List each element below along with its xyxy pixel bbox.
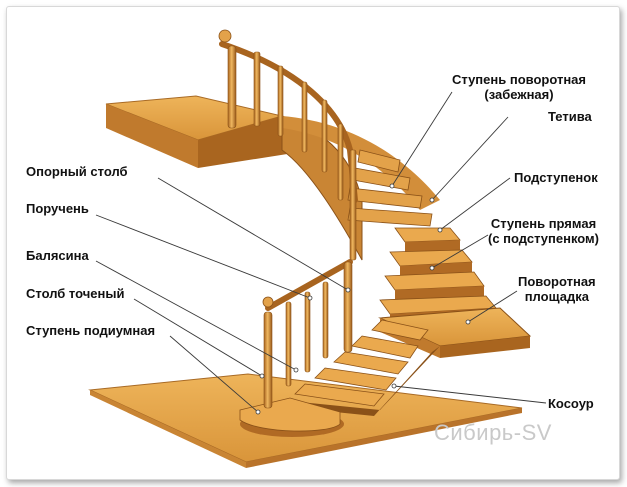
winder-step-label-line2: (забежная): [484, 87, 554, 102]
handrail-lower: [265, 259, 353, 311]
landing-label-line2: площадка: [524, 289, 589, 304]
stringer-label: Тетива: [548, 109, 592, 124]
straight-step-label-line1: Ступень прямая: [490, 216, 597, 231]
winder-steps: [347, 149, 433, 227]
lower-steps: [294, 319, 429, 407]
winder-step-label-line1: Ступень поворотная: [452, 72, 586, 87]
floor-slab-edge: [246, 408, 522, 468]
handrail-label: Поручень: [26, 201, 89, 216]
leader-lines: [95, 91, 547, 413]
kosour-label: Косоур: [548, 396, 594, 411]
straight-step-label-line2: (с подступенком): [488, 231, 600, 246]
landing-label-line1: Поворотная: [518, 274, 596, 289]
landing-label: Поворотная площадка: [518, 274, 596, 304]
podium-step-label: Ступень подиумная: [26, 323, 156, 338]
baluster-label: Балясина: [26, 248, 89, 263]
leader-dots: [255, 183, 471, 415]
balusters: [227, 45, 357, 409]
turned-post-label: Столб точеный: [26, 286, 125, 301]
watermark: Сибирь-SV: [434, 420, 552, 445]
straight-step-label: Ступень прямая (с подступенком): [488, 216, 599, 246]
handrail-upper: [219, 41, 358, 203]
support-post-label: Опорный столб: [26, 164, 128, 179]
winder-step-label: Ступень поворотная (забежная): [452, 72, 586, 102]
riser-label: Подступенок: [514, 170, 598, 185]
